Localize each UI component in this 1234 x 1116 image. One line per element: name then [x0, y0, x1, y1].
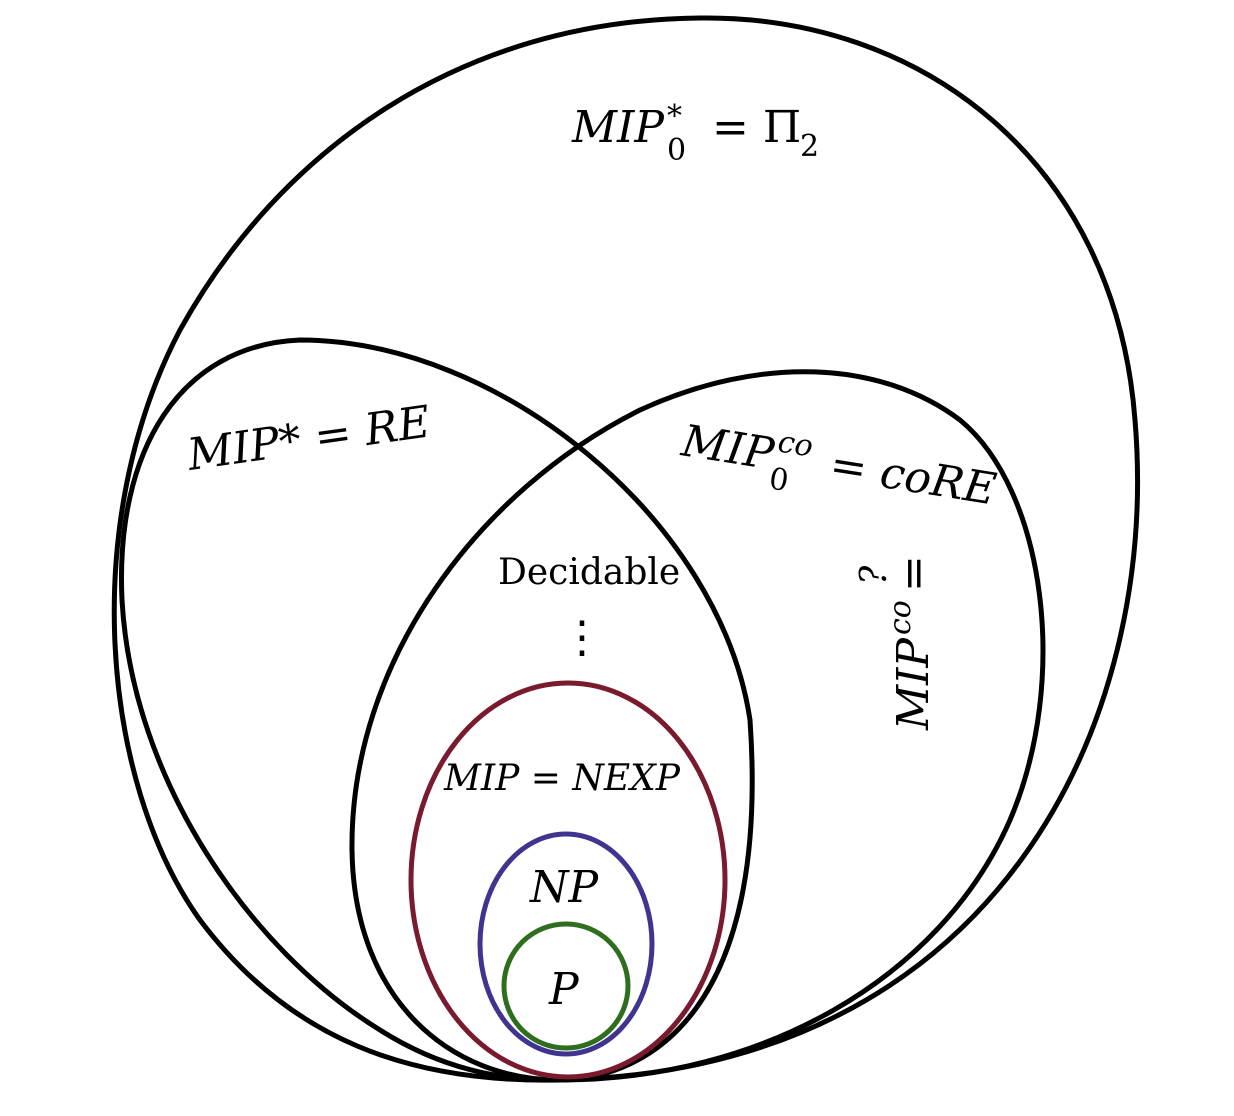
label-mip0co: MIP co 0 = coRE	[677, 415, 999, 516]
region-mip0star	[111, 15, 1140, 1083]
region-mipstar	[118, 337, 755, 1083]
label-mipco-eq: =	[888, 555, 939, 592]
label-mipco: MIP co = ?	[854, 555, 939, 731]
label-mip0star: MIP * 0 = Π 2	[571, 99, 819, 168]
label-mip0co-sup: co	[776, 424, 816, 464]
label-mip0co-main: MIP	[677, 415, 778, 480]
label-mipco-question: ?	[854, 565, 895, 585]
label-mipco-sup: co	[883, 600, 918, 635]
region-p	[501, 921, 631, 1051]
label-mip0star-sup: *	[667, 99, 682, 134]
region-mip	[408, 680, 728, 1080]
label-decidable: Decidable	[498, 552, 680, 593]
label-mip0co-rest: = coRE	[826, 439, 999, 516]
label-mip0co-sub: 0	[767, 461, 791, 499]
label-mipco-main: MIP	[888, 637, 939, 731]
vertical-ellipsis: ⋮	[560, 612, 604, 663]
label-mipstar: MIP* = RE	[183, 396, 433, 481]
label-mip0star-eq: = Π	[712, 102, 801, 153]
label-mip0star-eqsub: 2	[800, 129, 819, 164]
label-mip: MIP = NEXP	[443, 758, 681, 799]
label-mip0star-sub: 0	[667, 133, 686, 168]
region-mip0co	[349, 369, 1046, 1083]
region-np	[477, 831, 655, 1057]
label-p: P	[548, 964, 580, 1015]
label-mip0star-main: MIP	[571, 102, 665, 153]
label-np: NP	[529, 862, 600, 913]
